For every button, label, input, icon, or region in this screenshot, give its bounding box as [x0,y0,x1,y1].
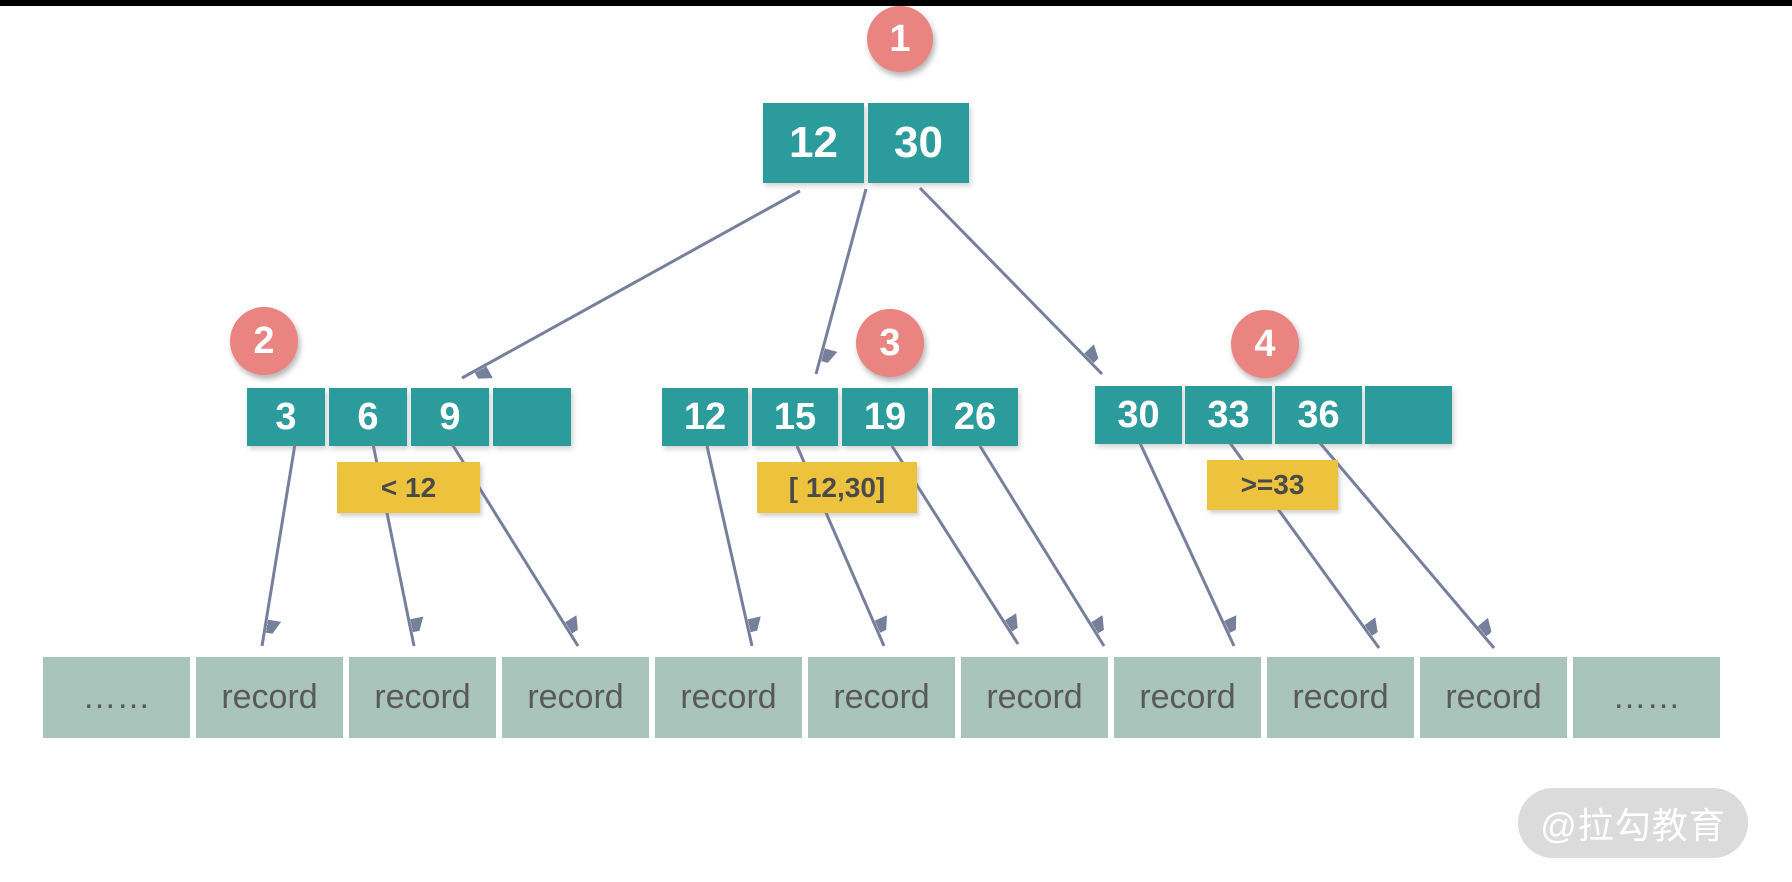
step-badge-2: 2 [230,307,298,375]
record-cell: record [349,657,496,738]
record-cell: record [502,657,649,738]
record-cell: record [961,657,1108,738]
ellipsis-cell: …… [43,657,190,738]
key-cell: 30 [868,103,969,183]
range-label-node4: >=33 [1207,460,1338,510]
empty-key-cell [493,388,571,446]
key-cell: 26 [932,388,1018,446]
key-cell: 3 [247,388,325,446]
key-cell: 33 [1185,386,1272,444]
record-cell: record [655,657,802,738]
range-label-node2: < 12 [337,462,480,513]
key-cell: 6 [329,388,407,446]
key-cell: 19 [842,388,928,446]
key-cell: 15 [752,388,838,446]
ellipsis-cell: …… [1573,657,1720,738]
record-cell: record [196,657,343,738]
arrow-root-to-node4 [918,186,1104,376]
record-cell: record [808,657,955,738]
step-badge-3: 3 [856,309,924,377]
key-cell: 12 [662,388,748,446]
record-cell: record [1267,657,1414,738]
key-cell: 36 [1275,386,1362,444]
arrow-key-3-to-record [260,443,297,647]
arrow-key-36-to-record [1318,442,1494,649]
empty-key-cell [1365,386,1452,444]
key-cell: 12 [763,103,864,183]
arrow-root-to-node2 [461,189,801,378]
arrow-key-26-to-record [978,445,1104,647]
key-cell: 30 [1095,386,1182,444]
arrow-key-12-to-record [705,445,752,647]
step-badge-1: 1 [867,6,933,72]
key-cell: 9 [411,388,489,446]
step-badge-4: 4 [1231,310,1299,378]
record-cell: record [1420,657,1567,738]
watermark-badge: @拉勾教育 [1518,788,1748,858]
range-label-node3: [ 12,30] [757,462,917,513]
record-cell: record [1114,657,1261,738]
top-black-bar [0,0,1792,6]
